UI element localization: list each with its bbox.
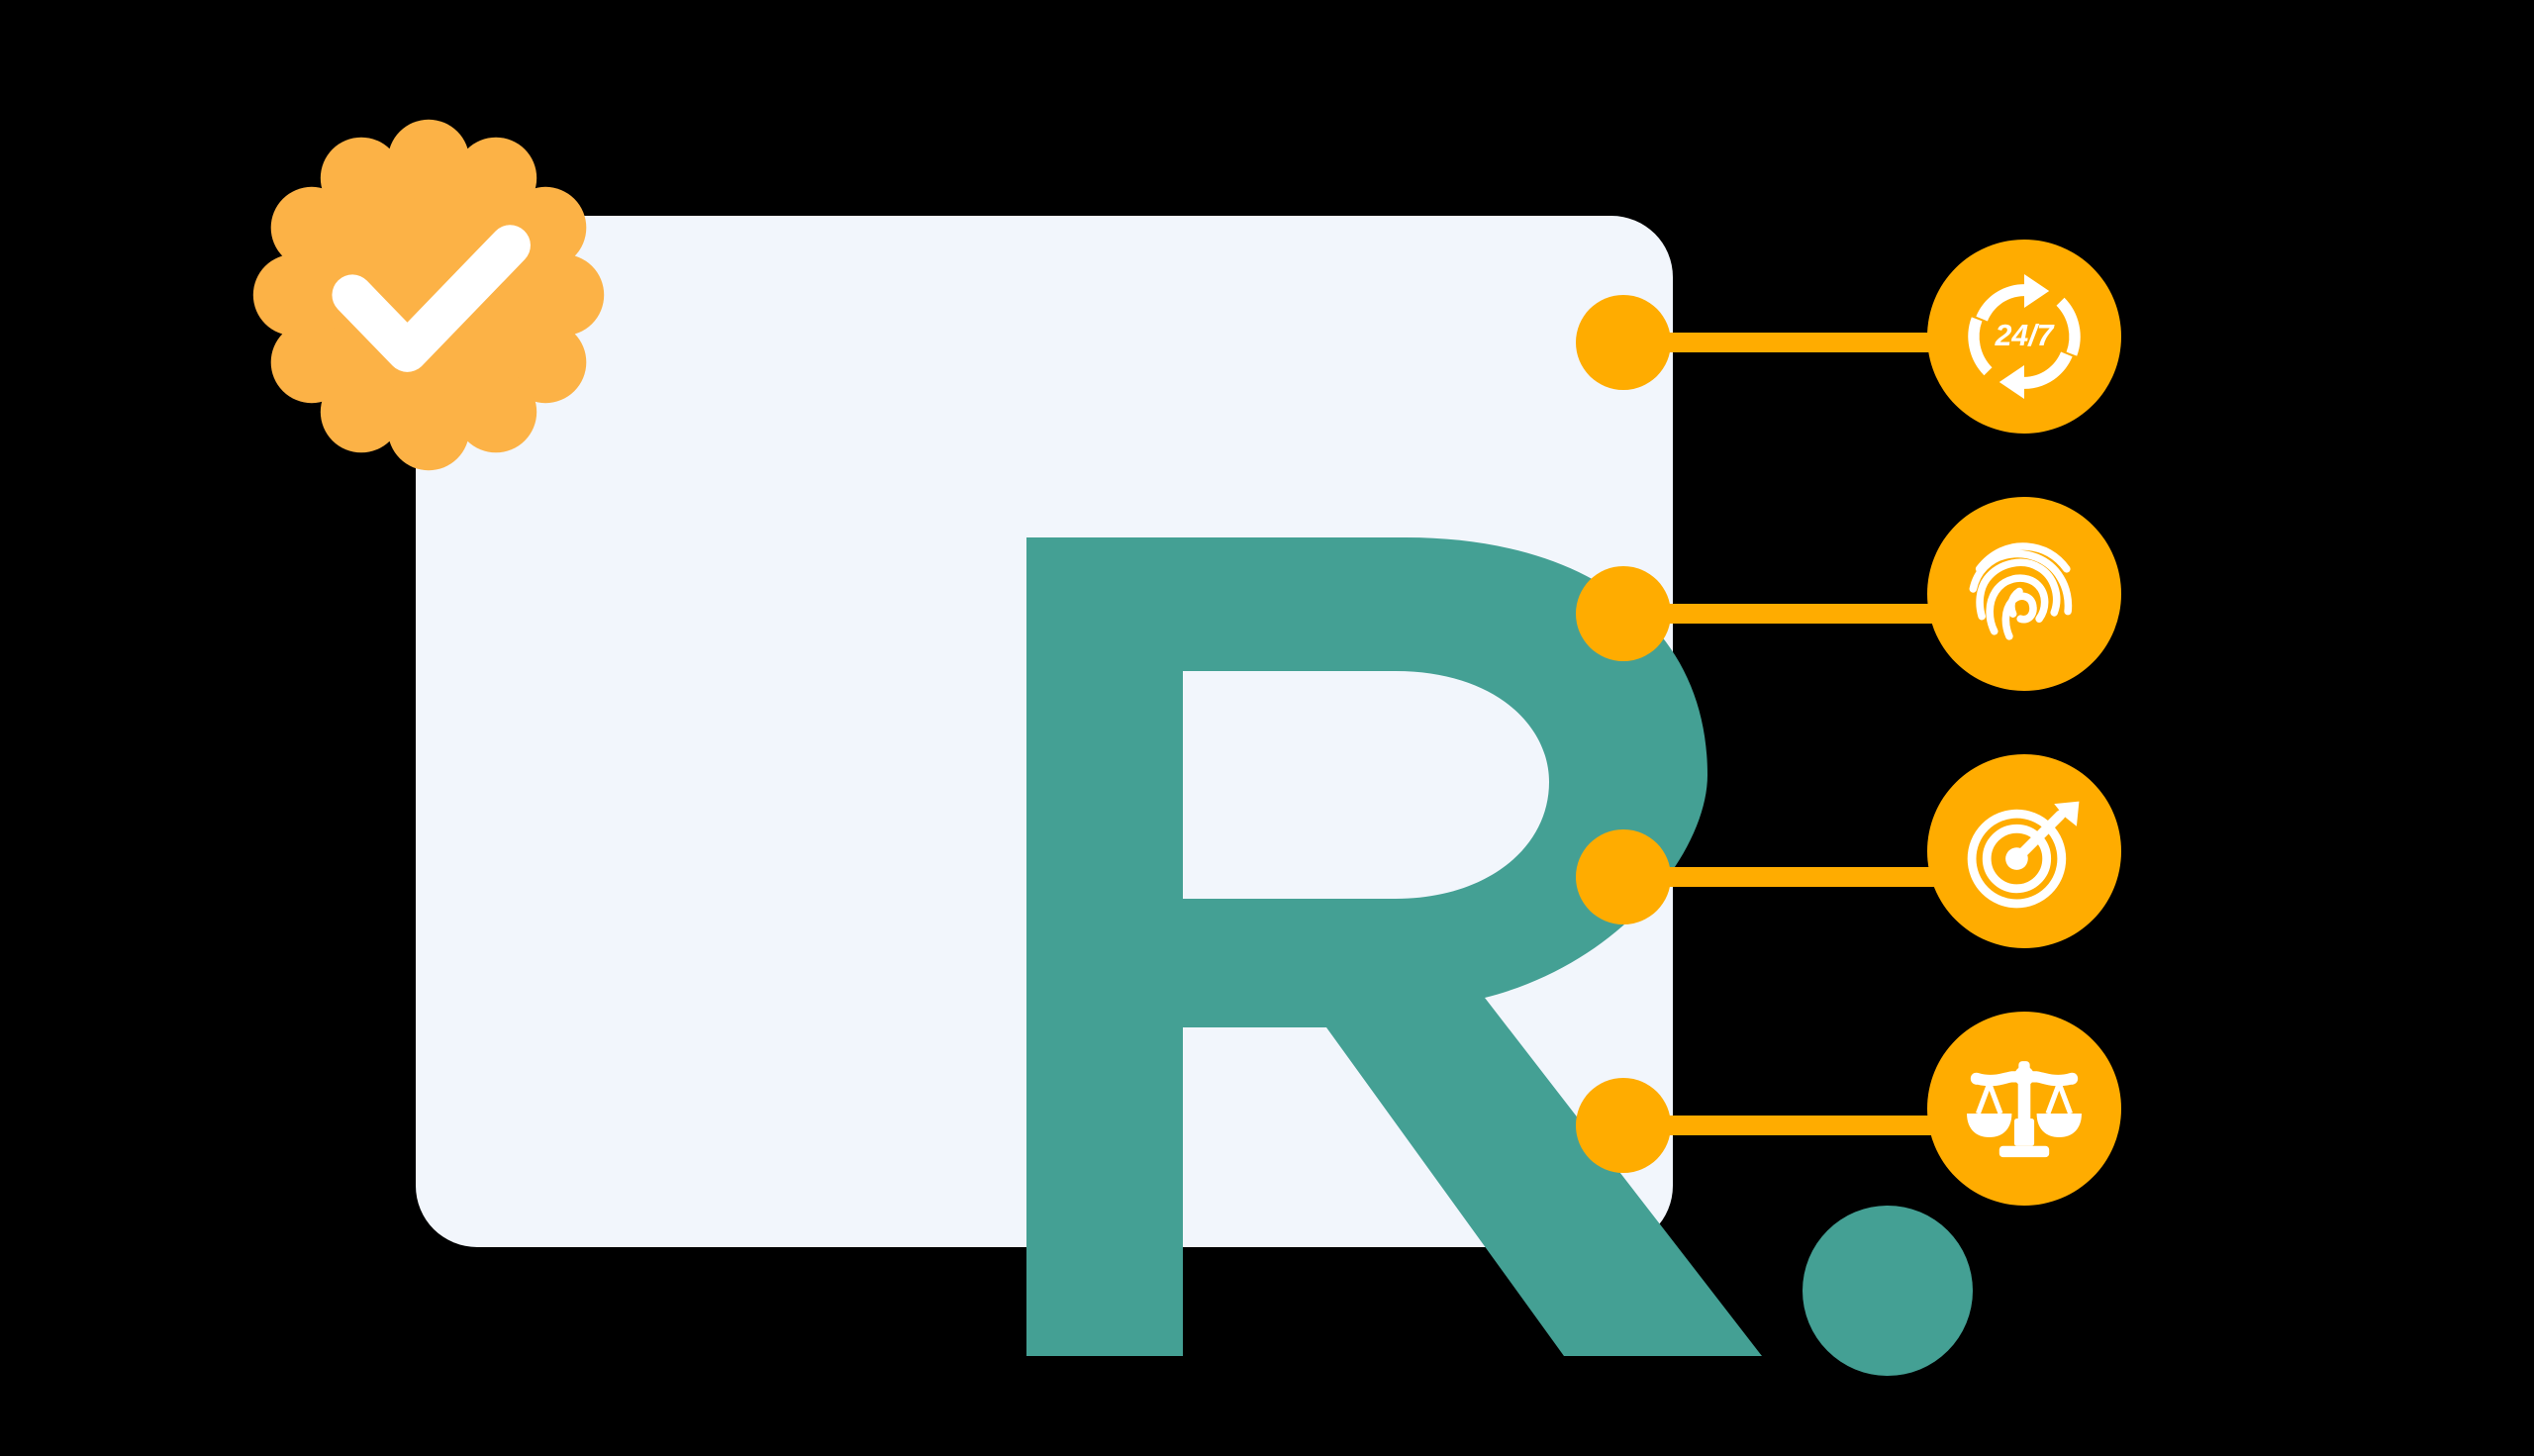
brand-letter-r [970, 384, 1861, 1433]
fingerprint-icon [1969, 542, 2073, 640]
feature-icon-compliance[interactable] [1927, 1012, 2121, 1206]
verified-badge [251, 118, 606, 472]
feature-icon-support[interactable]: 24/7 [1927, 240, 2121, 434]
scales-of-justice-icon [1967, 1061, 2082, 1158]
badge-rosette-shape [252, 119, 605, 471]
feature-icon-accuracy[interactable] [1927, 754, 2121, 948]
check-icon [332, 225, 531, 372]
feature-icon-identity[interactable] [1927, 497, 2121, 691]
target-dart-icon [1967, 801, 2080, 909]
feature-icon-label-support: 24/7 [1995, 320, 2055, 352]
24-7-refresh-icon: 24/7 [1968, 274, 2081, 399]
brand-period-dot [1803, 1206, 1973, 1376]
